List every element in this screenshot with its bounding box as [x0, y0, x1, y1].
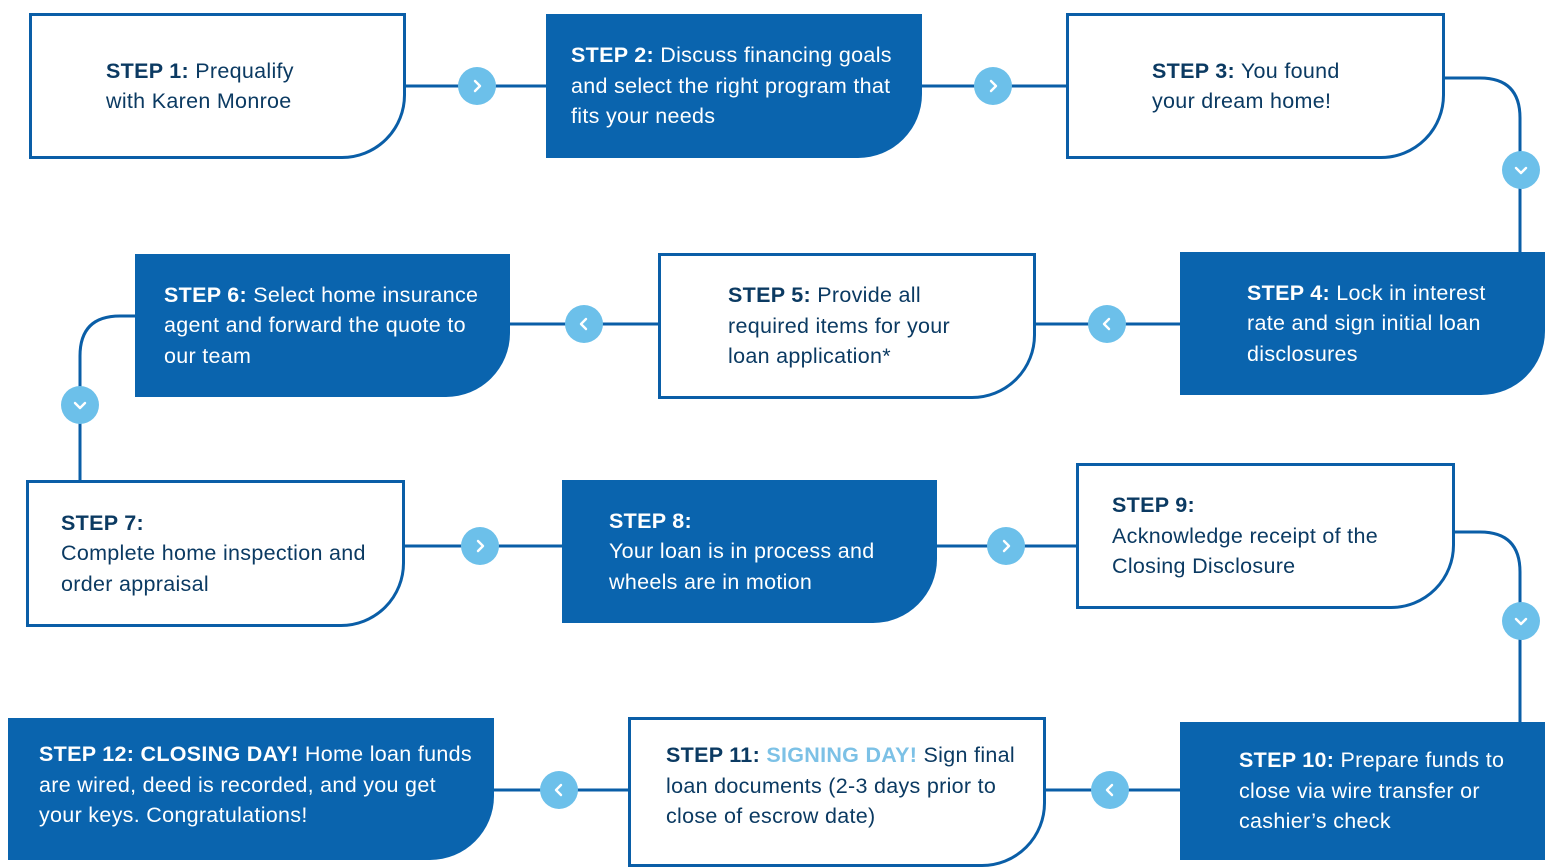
step-5-box: STEP 5: Provide all required items for y… [658, 253, 1036, 399]
step-11-description: Sign final loan documents (2-3 days prio… [666, 743, 1015, 829]
step-5-text: STEP 5: Provide all required items for y… [728, 280, 998, 372]
step-4-label: STEP 4: [1247, 280, 1330, 305]
step-3-text: STEP 3: You found your dream home! [1152, 56, 1382, 117]
step-8-description: Your loan is in process and wheels are i… [609, 539, 875, 594]
step-2-label: STEP 2: [571, 43, 654, 68]
step-1-label: STEP 1: [106, 58, 189, 83]
step-8-box: STEP 8: Your loan is in process and wheel… [562, 480, 937, 623]
step-11-text: STEP 11: SIGNING DAY! Sign final loan do… [666, 740, 1016, 832]
step-6-text: STEP 6: Select home insurance agent and … [164, 280, 494, 372]
step-6-box: STEP 6: Select home insurance agent and … [135, 254, 510, 397]
step-11-label: STEP 11: [666, 743, 761, 768]
step-2-description: Discuss financing goals and select the r… [571, 43, 892, 129]
step-3-label: STEP 3: [1152, 58, 1235, 83]
step-9-text: STEP 9: Acknowledge receipt of the Closin… [1112, 490, 1412, 582]
step-1-box: STEP 1: Prequalify with Karen Monroe [29, 13, 406, 159]
chevron-down-icon [1502, 151, 1540, 189]
step-10-text: STEP 10: Prepare funds to close via wire… [1239, 745, 1519, 837]
step-8-text: STEP 8: Your loan is in process and wheel… [609, 506, 919, 598]
step-5-description: Provide all required items for your loan… [728, 283, 950, 369]
step-4-text: STEP 4: Lock in interest rate and sign i… [1247, 278, 1517, 370]
step-3-description: You found your dream home! [1152, 58, 1340, 114]
chevron-left-icon [565, 305, 603, 343]
chevron-left-icon [1091, 771, 1129, 809]
step-1-description: Prequalify with Karen Monroe [106, 58, 294, 114]
step-6-description: Select home insurance agent and forward … [164, 282, 479, 368]
step-7-box: STEP 7: Complete home inspection and orde… [26, 480, 405, 627]
step-10-description: Prepare funds to close via wire transfer… [1239, 748, 1505, 834]
step-2-box: STEP 2: Discuss financing goals and sele… [546, 14, 922, 158]
step-9-description: Acknowledge receipt of the Closing Discl… [1112, 523, 1378, 579]
step-11-box: STEP 11: SIGNING DAY! Sign final loan do… [628, 717, 1046, 867]
step-9-box: STEP 9: Acknowledge receipt of the Closin… [1076, 463, 1455, 609]
chevron-right-icon [461, 527, 499, 565]
chevron-left-icon [1088, 305, 1126, 343]
chevron-right-icon [458, 67, 496, 105]
chevron-down-icon [1502, 602, 1540, 640]
step-3-box: STEP 3: You found your dream home! [1066, 13, 1445, 159]
step-12-description: Home loan funds are wired, deed is recor… [39, 742, 472, 828]
step-4-box: STEP 4: Lock in interest rate and sign i… [1180, 252, 1545, 395]
chevron-right-icon [987, 527, 1025, 565]
chevron-down-icon [61, 386, 99, 424]
step-1-text: STEP 1: Prequalify with Karen Monroe [106, 56, 336, 117]
step-7-label: STEP 7: [61, 510, 144, 535]
step-7-description: Complete home inspection and order appra… [61, 541, 366, 596]
chevron-right-icon [974, 67, 1012, 105]
step-4-description: Lock in interest rate and sign initial l… [1247, 280, 1486, 366]
step-12-box: STEP 12: CLOSING DAY! Home loan funds ar… [8, 718, 494, 860]
step-12-label: STEP 12: CLOSING DAY! [39, 742, 299, 767]
step-5-label: STEP 5: [728, 283, 811, 308]
step-10-box: STEP 10: Prepare funds to close via wire… [1180, 722, 1545, 860]
step-11-highlight: SIGNING DAY! [766, 743, 918, 768]
step-6-label: STEP 6: [164, 282, 247, 307]
step-2-text: STEP 2: Discuss financing goals and sele… [571, 40, 901, 132]
step-12-text: STEP 12: CLOSING DAY! Home loan funds ar… [39, 739, 479, 831]
step-10-label: STEP 10: [1239, 748, 1335, 773]
chevron-left-icon [540, 771, 578, 809]
step-8-label: STEP 8: [609, 508, 692, 533]
step-7-text: STEP 7: Complete home inspection and orde… [61, 508, 371, 600]
step-9-label: STEP 9: [1112, 493, 1195, 518]
